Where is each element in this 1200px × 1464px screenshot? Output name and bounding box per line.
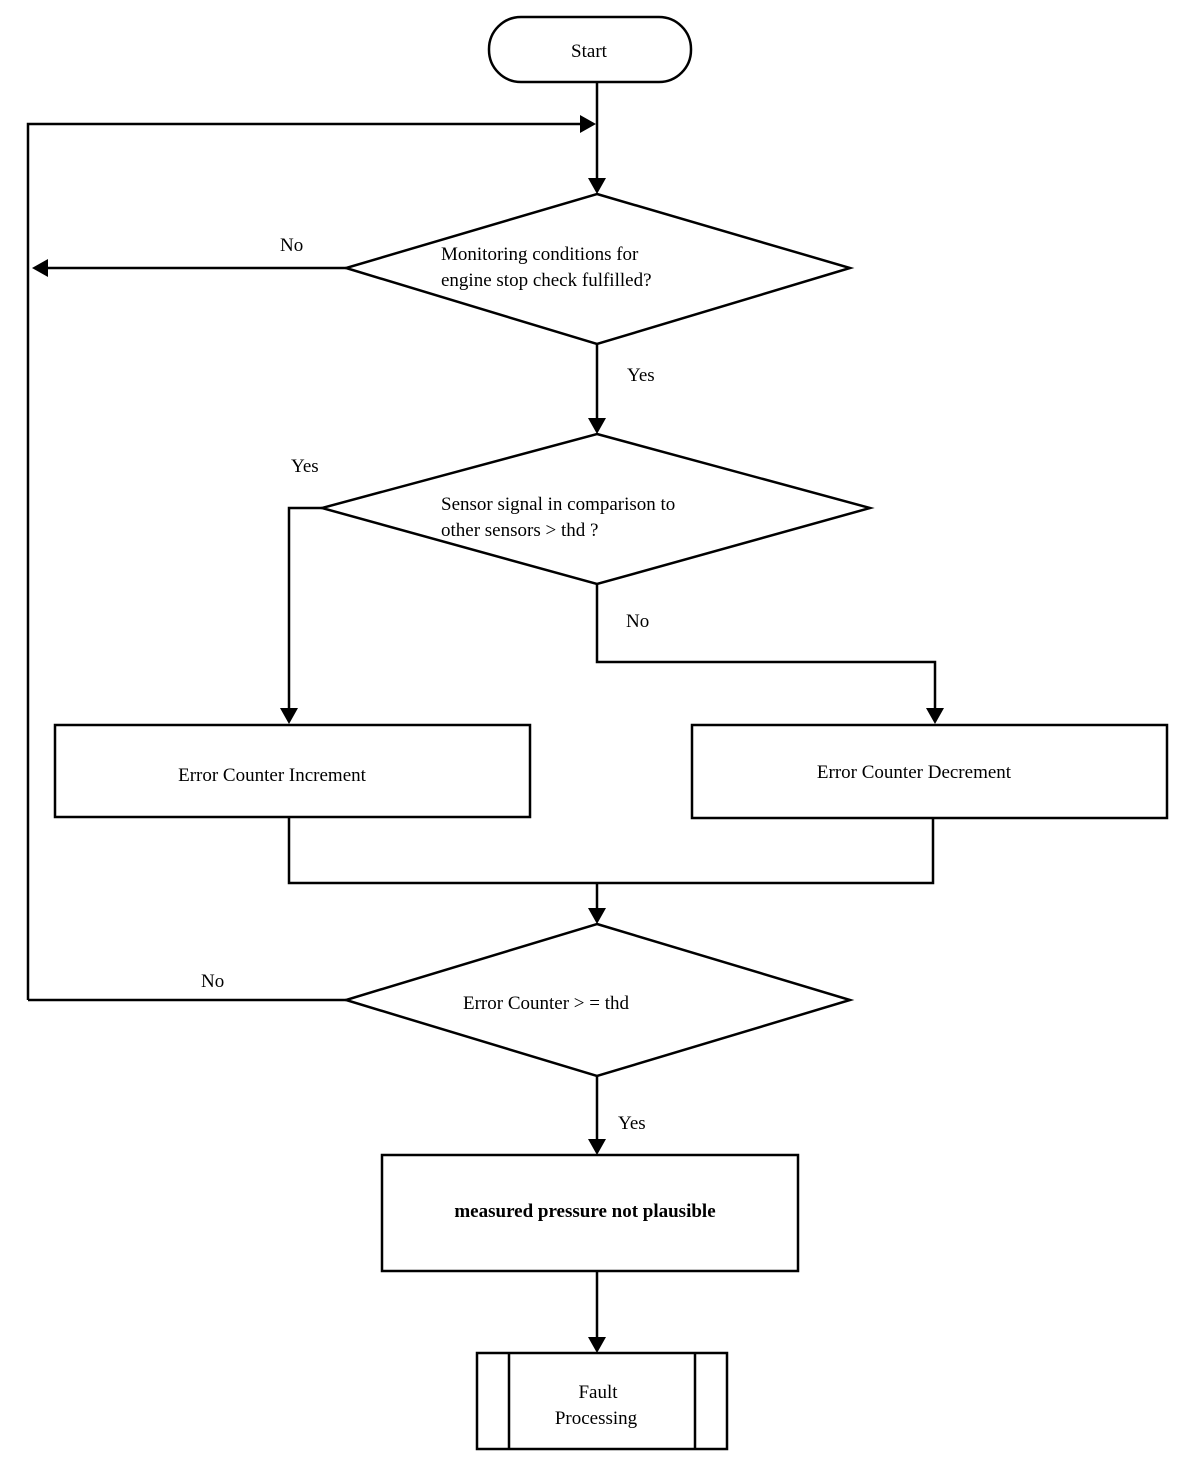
sensor-no-label: No (626, 611, 649, 632)
arrow-into-fault-processing (588, 1337, 606, 1353)
fault-processing-line2: Processing (555, 1408, 638, 1429)
arrow-loop-back (580, 115, 596, 133)
fault-processing-line1: Fault (578, 1382, 618, 1403)
sensor-decision-line1: Sensor signal in comparison to (441, 494, 675, 515)
sensor-yes-label: Yes (291, 456, 319, 477)
edge-sensor-no (595, 584, 937, 712)
monitoring-decision-line1: Monitoring conditions for (441, 244, 639, 265)
arrow-into-increment (280, 708, 298, 724)
monitoring-no-label: No (280, 235, 303, 256)
increment-label: Error Counter Increment (178, 765, 367, 786)
error-counter-increment-box (53, 723, 532, 819)
not-plausible-label: measured pressure not plausible (454, 1201, 715, 1222)
arrow-into-sensor-decision (588, 418, 606, 434)
arrow-monitoring-no (32, 259, 48, 277)
sensor-decision-line2: other sensors > thd ? (441, 520, 598, 541)
edge-loop-back (26, 122, 584, 1000)
arrow-into-not-plausible (588, 1139, 606, 1155)
arrow-into-decrement (926, 708, 944, 724)
counter-yes-label: Yes (618, 1113, 646, 1134)
arrow-into-counter-decision (588, 908, 606, 924)
arrow-into-monitoring (588, 178, 606, 194)
monitoring-decision-line2: engine stop check fulfilled? (441, 270, 652, 291)
counter-decision-label: Error Counter > = thd (463, 993, 630, 1014)
monitoring-yes-label: Yes (627, 365, 655, 386)
counter-no-label: No (201, 971, 224, 992)
start-label: Start (571, 41, 608, 62)
start-terminator (487, 15, 693, 84)
edge-merge (287, 817, 935, 885)
error-counter-decrement-box (690, 723, 1169, 820)
edge-sensor-yes (287, 506, 322, 712)
decrement-label: Error Counter Decrement (817, 762, 1012, 783)
measured-pressure-not-plausible-box (380, 1153, 800, 1273)
fault-processing-box (475, 1351, 729, 1451)
monitoring-conditions-decision (341, 192, 855, 346)
